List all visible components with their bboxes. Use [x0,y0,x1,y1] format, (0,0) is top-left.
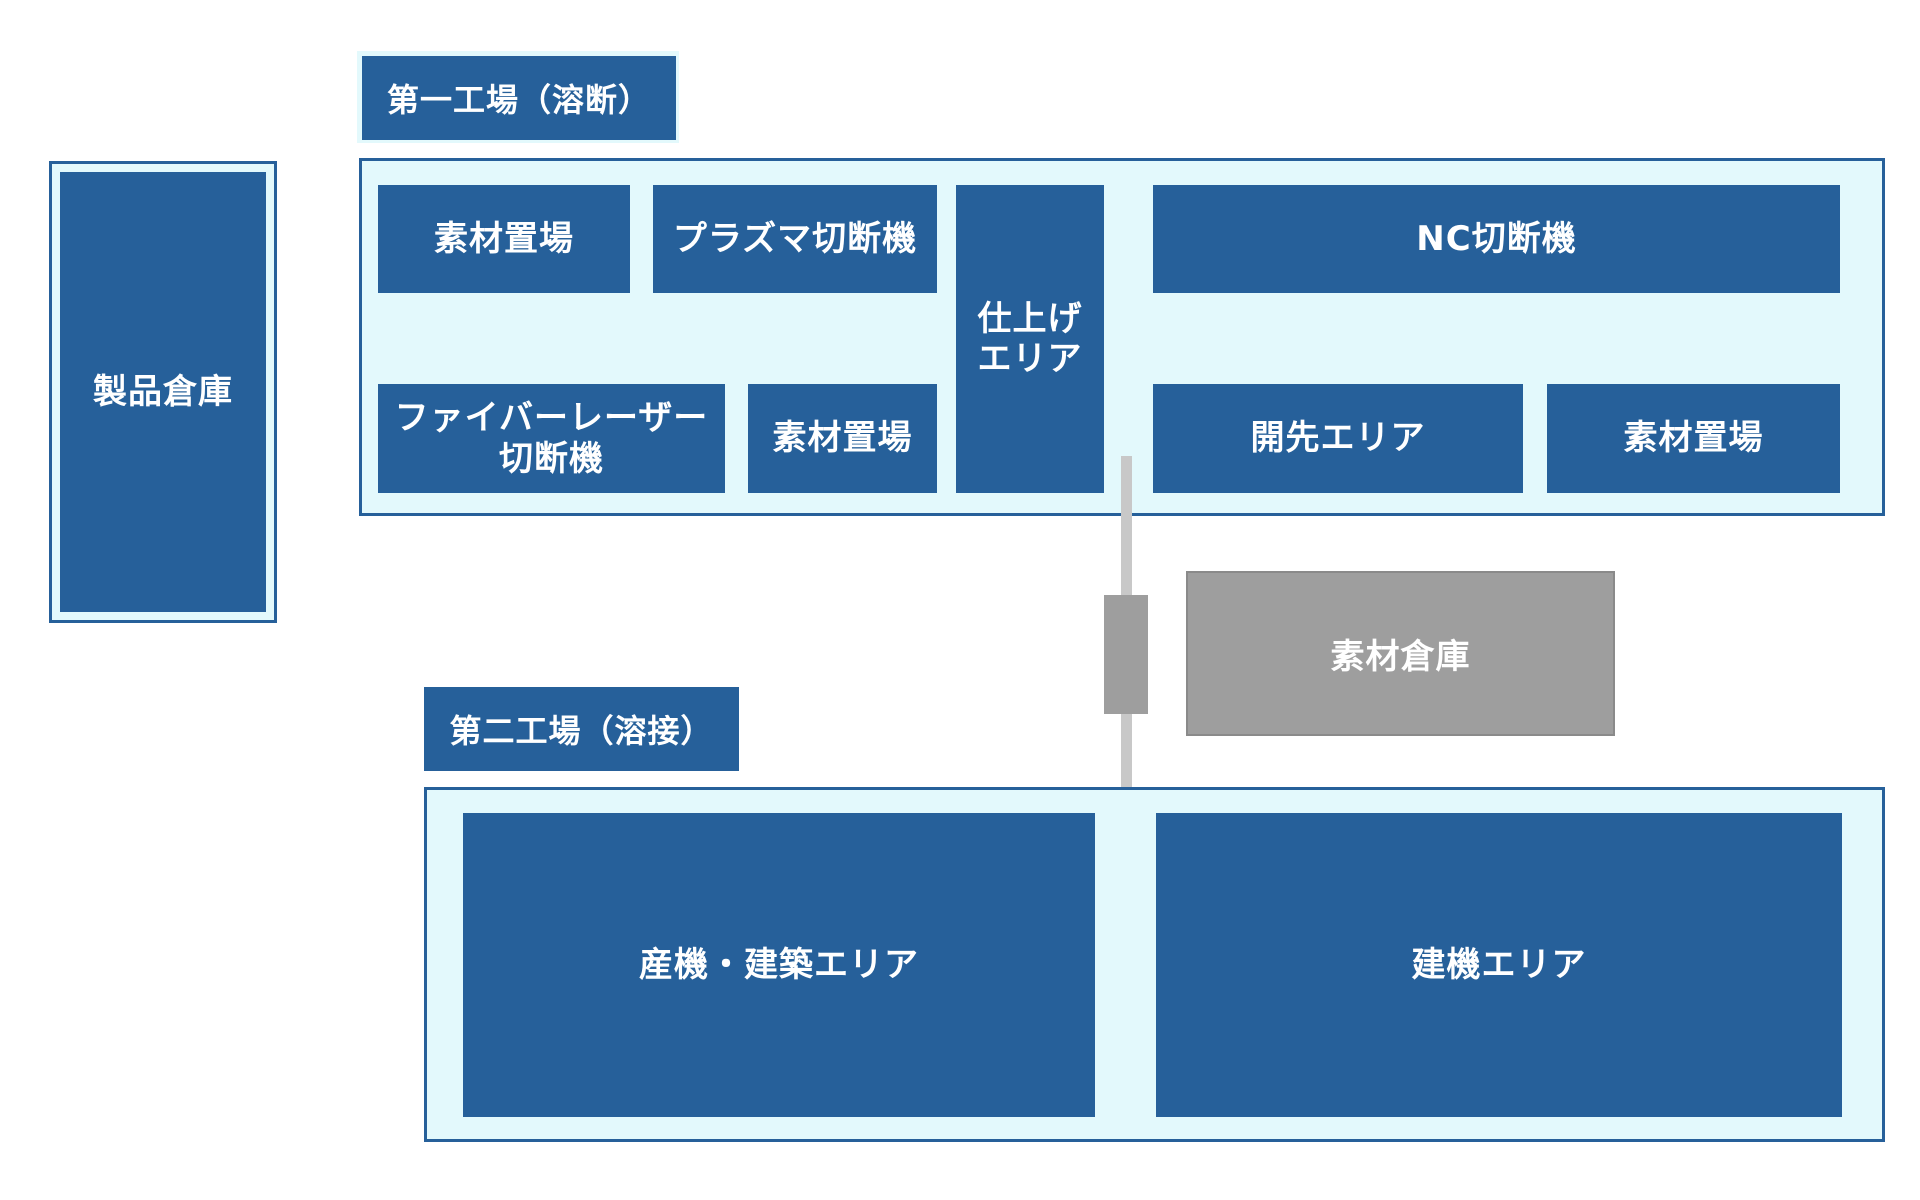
finishing-area-label-1: 仕上げ [977,298,1083,339]
material-yard-1-label: 素材置場 [434,218,574,259]
factory1-title-label: 第一工場（溶断） [386,81,651,119]
factory1-material-yard-3: 素材置場 [1547,384,1840,493]
product-warehouse-label: 製品倉庫 [93,371,233,412]
factory1-title: 第一工場（溶断） [362,56,676,140]
factory1-finishing-area: 仕上げ エリア [956,185,1104,493]
factory1-bevel-area: 開先エリア [1153,384,1523,493]
fiber-laser-label-2: 切断機 [499,438,604,479]
material-yard-3-label: 素材置場 [1623,418,1764,459]
factory1-fiber-laser-cutter: ファイバーレーザー 切断機 [378,384,725,493]
product-warehouse: 製品倉庫 [60,172,266,612]
material-warehouse-label: 素材倉庫 [1330,637,1471,677]
factory1-material-yard-2: 素材置場 [748,384,937,493]
factory1-material-yard-1: 素材置場 [378,185,630,293]
nc-cutter-label: NC切断機 [1416,218,1577,259]
finishing-area-label-2: エリア [977,339,1083,379]
material-yard-2-label: 素材置場 [772,418,913,459]
industrial-construction-area-label: 産機・建築エリア [639,944,919,985]
factory2-title-label: 第二工場（溶接） [449,712,714,750]
factory1-nc-cutter: NC切断機 [1153,185,1840,293]
factory2-title: 第二工場（溶接） [424,687,739,771]
construction-machinery-area-label: 建機エリア [1411,944,1587,985]
material-warehouse: 素材倉庫 [1186,571,1615,736]
path-gate [1104,595,1148,714]
factory1-plasma-cutter: プラズマ切断機 [653,185,937,293]
fiber-laser-label-1: ファイバーレーザー [394,398,709,439]
plasma-cutter-label: プラズマ切断機 [672,218,918,259]
factory2-industrial-construction-area: 産機・建築エリア [463,813,1095,1117]
bevel-area-label: 開先エリア [1250,418,1426,459]
factory2-construction-machinery-area: 建機エリア [1156,813,1842,1117]
